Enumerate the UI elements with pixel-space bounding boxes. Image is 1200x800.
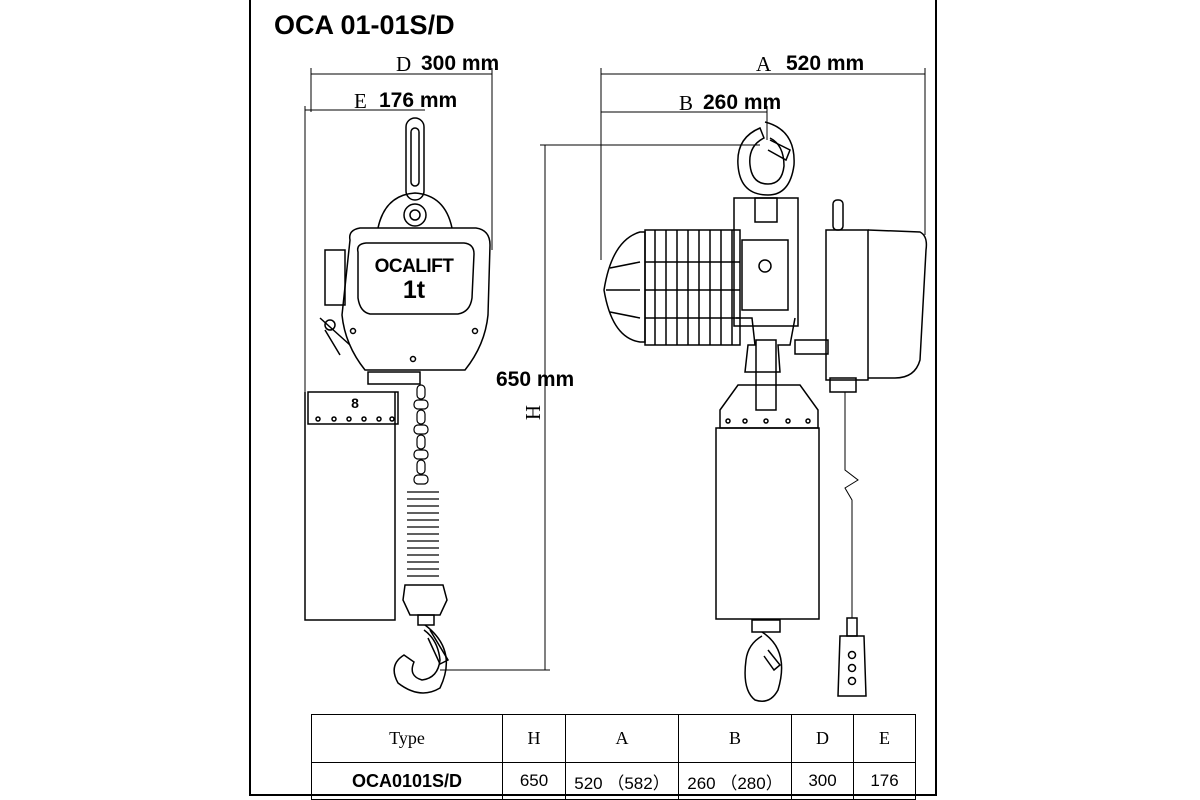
chain-bag-label: 8 xyxy=(351,395,359,411)
header-d: D xyxy=(791,714,854,763)
dimension-e-value: 176 mm xyxy=(379,89,458,112)
hoist-body xyxy=(319,227,491,385)
header-b: B xyxy=(678,714,792,763)
brand-name: OCALIFT xyxy=(374,256,454,277)
dimension-h-line xyxy=(440,144,760,671)
dimension-e-line xyxy=(304,106,425,400)
motor-housing xyxy=(603,229,741,346)
dimension-d-letter: D xyxy=(396,52,412,76)
cell-h: 650 xyxy=(502,762,566,800)
dimension-e-letter: E xyxy=(354,89,367,113)
dimension-a-value: 520 mm xyxy=(786,52,865,75)
spec-table: Type H A B D E OCA0101S/D 650 520 （582） … xyxy=(311,714,916,800)
spec-table-header-row: Type H A B D E xyxy=(311,714,916,763)
control-box xyxy=(794,199,928,393)
pendant-cable xyxy=(844,392,859,618)
gearbox-frame xyxy=(733,197,799,373)
pendant-control xyxy=(837,617,867,697)
dimension-a-letter: A xyxy=(756,52,772,76)
dimension-b-letter: B xyxy=(679,91,694,115)
dimension-a-line xyxy=(600,68,926,260)
dimension-b-value: 260 mm xyxy=(703,91,782,114)
bottom-hook-side xyxy=(744,619,783,702)
load-chain xyxy=(413,384,429,485)
dimension-h-letter: H xyxy=(521,404,546,421)
dimension-h-value: 650 mm xyxy=(496,368,575,391)
chain-spring xyxy=(407,491,439,577)
front-view xyxy=(304,68,760,694)
header-e: E xyxy=(853,714,916,763)
chain-bag xyxy=(304,391,399,621)
top-suspension-eye xyxy=(377,117,453,229)
cell-type: OCA0101S/D xyxy=(311,762,503,800)
side-view xyxy=(600,68,928,702)
header-type: Type xyxy=(311,714,503,763)
spec-table-row: OCA0101S/D 650 520 （582） 260 （280） 300 1… xyxy=(311,762,916,800)
diagram-title: OCA 01-01S/D xyxy=(274,10,455,40)
bottom-hook-front xyxy=(393,584,450,694)
header-a: A xyxy=(565,714,679,763)
dimension-d-value: 300 mm xyxy=(421,52,500,75)
brand-capacity: 1t xyxy=(402,276,426,304)
cell-a: 520 （582） xyxy=(565,762,679,800)
cell-d: 300 xyxy=(791,762,854,800)
chain-bag-side xyxy=(715,339,820,620)
header-h: H xyxy=(502,714,566,763)
dimension-d-line xyxy=(310,68,493,250)
cell-b: 260 （280） xyxy=(678,762,792,800)
top-hook-side xyxy=(737,121,795,196)
cell-e: 176 xyxy=(853,762,916,800)
